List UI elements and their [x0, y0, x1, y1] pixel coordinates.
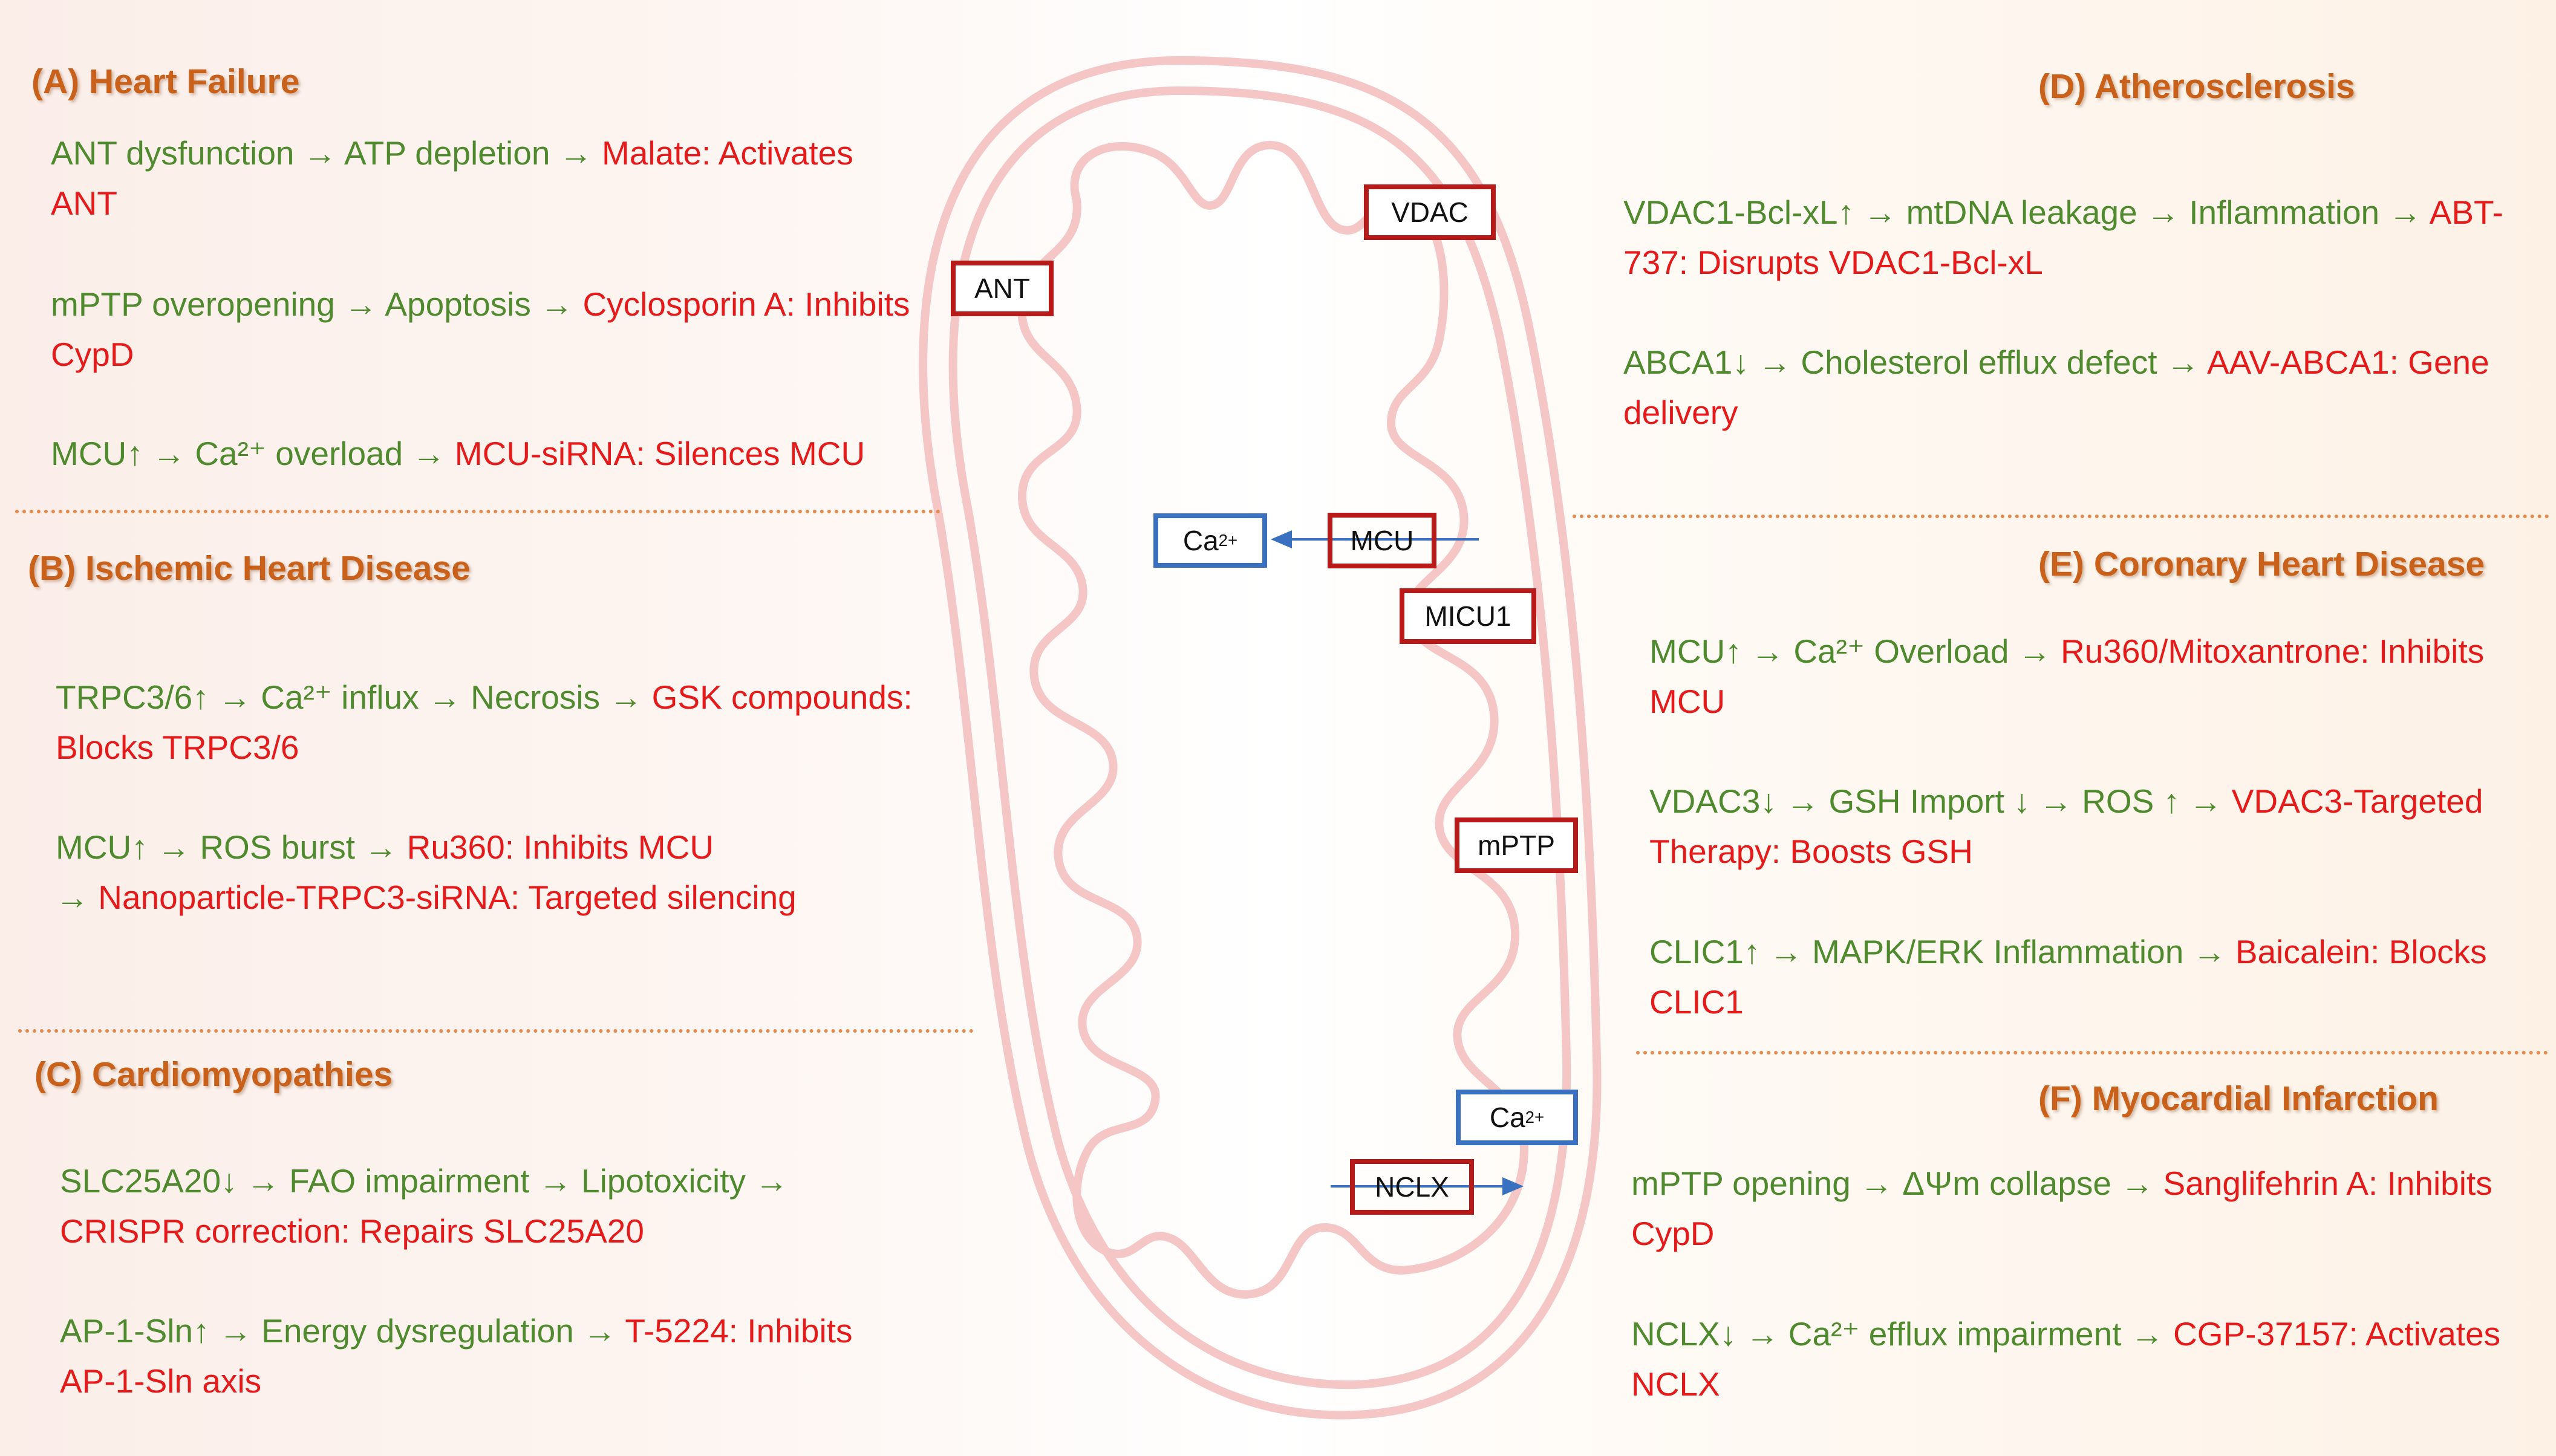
heart-failure-entry-2: mPTP overopening → Apoptosis → Cyclospor… — [51, 279, 922, 380]
section-title-heart-failure: (A) Heart Failure — [31, 62, 300, 101]
mcu-label-box: MCU — [1328, 513, 1436, 568]
mechanism-text: MCU↑ → Ca²⁺ overload → — [51, 435, 455, 472]
inner-membrane-cristae — [1017, 141, 1528, 1299]
therapy-text: T-5224: Inhibits AP-1-Sln axis — [60, 1312, 853, 1400]
vdac-label-box: VDAC — [1364, 184, 1496, 240]
atherosclerosis-entry-2: ABCA1↓ → Cholesterol efflux defect → AAV… — [1623, 337, 2537, 438]
coronary-entry-3: CLIC1↑ → MAPK/ERK Inflammation → Baicale… — [1649, 927, 2538, 1027]
right-panel-background — [1548, 0, 2556, 1456]
mechanism-text: NCLX↓ → Ca²⁺ efflux impairment → — [1631, 1315, 2174, 1353]
coronary-entry-1: MCU↑ → Ca²⁺ Overload → Ru360/Mitoxantron… — [1649, 626, 2538, 727]
mechanism-text: SLC25A20↓ → FAO impairment → Lipotoxicit… — [60, 1162, 789, 1200]
calcium-ion-label: Ca — [1182, 525, 1219, 556]
therapy-text: Sanglifehrin A: Inhibits CypD — [1631, 1165, 2492, 1252]
mechanism-text: ABCA1↓ → Cholesterol efflux defect → — [1623, 343, 2207, 381]
therapy-text: MCU-siRNA: Silences MCU — [454, 435, 866, 472]
section-divider — [18, 1029, 974, 1033]
mechanism-text: MCU↑ → ROS burst → — [56, 828, 407, 866]
outer-membrane-inner-edge — [948, 86, 1571, 1389]
therapy-text: Ru360: Inhibits MCU — [406, 828, 714, 866]
ischemic-entry-2: MCU↑ → ROS burst → Ru360: Inhibits MCU→ … — [56, 822, 963, 923]
nclx-label-box: NCLX — [1350, 1159, 1474, 1215]
myocardial-entry-1: mPTP opening → ΔΨm collapse → Sanglifehr… — [1631, 1159, 2538, 1259]
ant-label-box: ANT — [951, 261, 1054, 316]
section-title-myocardial-infarction: (F) Myocardial Infarction — [2038, 1079, 2439, 1118]
therapy-text: CRISPR correction: Repairs SLC25A20 — [60, 1212, 644, 1250]
mechanism-text: mPTP overopening → Apoptosis → — [51, 285, 583, 323]
mechanism-text: MCU↑ → Ca²⁺ Overload → — [1649, 632, 2061, 670]
mcu-arrowhead — [1270, 530, 1292, 549]
section-title-atherosclerosis: (D) Atherosclerosis — [2038, 67, 2355, 106]
cardiomyopathies-entry-1: SLC25A20↓ → FAO impairment → Lipotoxicit… — [60, 1156, 907, 1256]
mptp-label-box: mPTP — [1455, 817, 1578, 873]
atherosclerosis-entry-1: VDAC1-Bcl-xL↑ → mtDNA leakage → Inflamma… — [1623, 187, 2537, 288]
therapy-text: Malate: Activates ANT — [51, 134, 853, 222]
therapy-text: GSK compounds: Blocks TRPC3/6 — [56, 678, 913, 766]
coronary-entry-2: VDAC3↓ → GSH Import ↓ → ROS ↑ → VDAC3-Ta… — [1649, 776, 2538, 877]
nclx-label: NCLX — [1375, 1171, 1449, 1203]
micu1-label: MICU1 — [1424, 600, 1511, 632]
mechanism-text: ANT dysfunction → ATP depletion → — [51, 134, 602, 172]
vdac-label: VDAC — [1391, 197, 1469, 228]
therapy-text: AAV-ABCA1: Gene delivery — [1623, 343, 2489, 431]
ischemic-entry-1: TRPC3/6↑ → Ca²⁺ influx → Necrosis → GSK … — [56, 672, 963, 773]
section-divider — [1573, 515, 2549, 518]
section-divider — [1636, 1051, 2548, 1055]
micu1-label-box: MICU1 — [1400, 588, 1536, 644]
mechanism-text: TRPC3/6↑ → Ca²⁺ influx → Necrosis → — [56, 678, 652, 716]
section-title-cardiomyopathies: (C) Cardiomyopathies — [34, 1055, 393, 1094]
therapy-text: VDAC3-Targeted Therapy: Boosts GSH — [1649, 782, 2483, 870]
section-title-coronary-heart-disease: (E) Coronary Heart Disease — [2038, 545, 2485, 583]
outer-membrane — [919, 56, 1602, 1420]
section-title-ischemic-heart-disease: (B) Ischemic Heart Disease — [28, 549, 471, 588]
mptp-label: mPTP — [1478, 830, 1555, 861]
calcium-ion-label: Ca — [1489, 1102, 1525, 1133]
left-panel-background — [0, 0, 998, 1456]
mechanism-text: CLIC1↑ → MAPK/ERK Inflammation → — [1649, 933, 2235, 970]
myocardial-entry-2: NCLX↓ → Ca²⁺ efflux impairment → CGP-371… — [1631, 1309, 2538, 1409]
therapy-text: Nanoparticle-TRPC3-siRNA: Targeted silen… — [98, 879, 797, 916]
mechanism-text: mPTP opening → ΔΨm collapse → — [1631, 1165, 2163, 1202]
mechanism-text: VDAC1-Bcl-xL↑ → mtDNA leakage → Inflamma… — [1623, 193, 2430, 231]
mechanism-text: AP-1-Sln↑ → Energy dysregulation → — [60, 1312, 625, 1350]
therapy-text: CGP-37157: Activates NCLX — [1631, 1315, 2501, 1403]
therapy-text: Cyclosporin A: Inhibits CypD — [51, 285, 910, 373]
mechanism-text: VDAC3↓ → GSH Import ↓ → ROS ↑ → — [1649, 782, 2232, 820]
section-divider — [15, 510, 941, 513]
mechanism-text: → — [56, 879, 99, 916]
therapy-text: Ru360/Mitoxantrone: Inhibits MCU — [1649, 632, 2485, 720]
cardiomyopathies-entry-2: AP-1-Sln↑ → Energy dysregulation → T-522… — [60, 1306, 907, 1406]
heart-failure-entry-1: ANT dysfunction → ATP depletion → Malate… — [51, 128, 922, 229]
therapy-text: Baicalein: Blocks CLIC1 — [1649, 933, 2487, 1021]
therapy-text: ABT-737: Disrupts VDAC1-Bcl-xL — [1623, 193, 2503, 281]
ant-label: ANT — [974, 273, 1030, 304]
heart-failure-entry-3: MCU↑ → Ca²⁺ overload → MCU-siRNA: Silenc… — [51, 429, 958, 479]
mcu-label: MCU — [1350, 525, 1414, 556]
nclx-arrowhead — [1502, 1177, 1524, 1196]
